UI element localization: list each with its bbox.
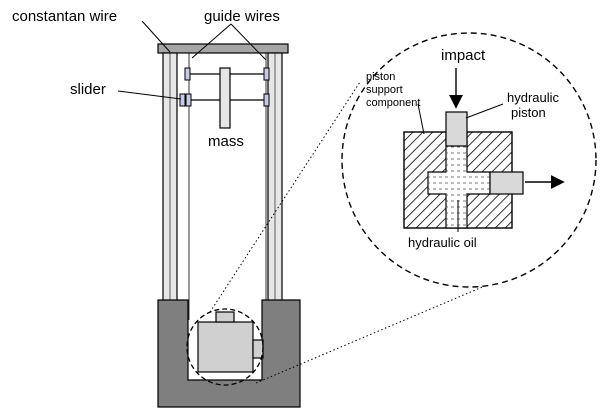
device-top-piston	[215, 311, 235, 323]
label-piston-support-component: piston support component	[366, 71, 420, 109]
zoom-line-bottom	[255, 276, 507, 384]
slider-block	[263, 67, 270, 81]
slider-block	[179, 93, 186, 107]
label-impact: impact	[441, 47, 486, 64]
slider-block	[185, 93, 192, 107]
mass-block	[219, 67, 231, 129]
zoom-circle-small	[186, 308, 264, 386]
drop-tower	[157, 43, 301, 408]
label-hydraulic-oil: hydraulic oil	[408, 235, 477, 250]
test-device	[197, 321, 254, 373]
side-piston	[489, 171, 524, 195]
label-mass: mass	[208, 133, 244, 150]
top-beam	[157, 43, 289, 54]
magnified-view	[341, 32, 597, 288]
top-piston	[445, 111, 468, 147]
label-slider: slider	[70, 81, 106, 98]
slider-block	[263, 93, 270, 107]
slider-block	[184, 67, 191, 81]
zoom-line-top	[209, 81, 361, 313]
label-guide-wires: guide wires	[204, 8, 280, 25]
label-constantan-wire: constantan wire	[12, 8, 117, 25]
label-hydraulic-piston: hydraulic piston	[507, 90, 563, 120]
base-block	[157, 299, 301, 408]
